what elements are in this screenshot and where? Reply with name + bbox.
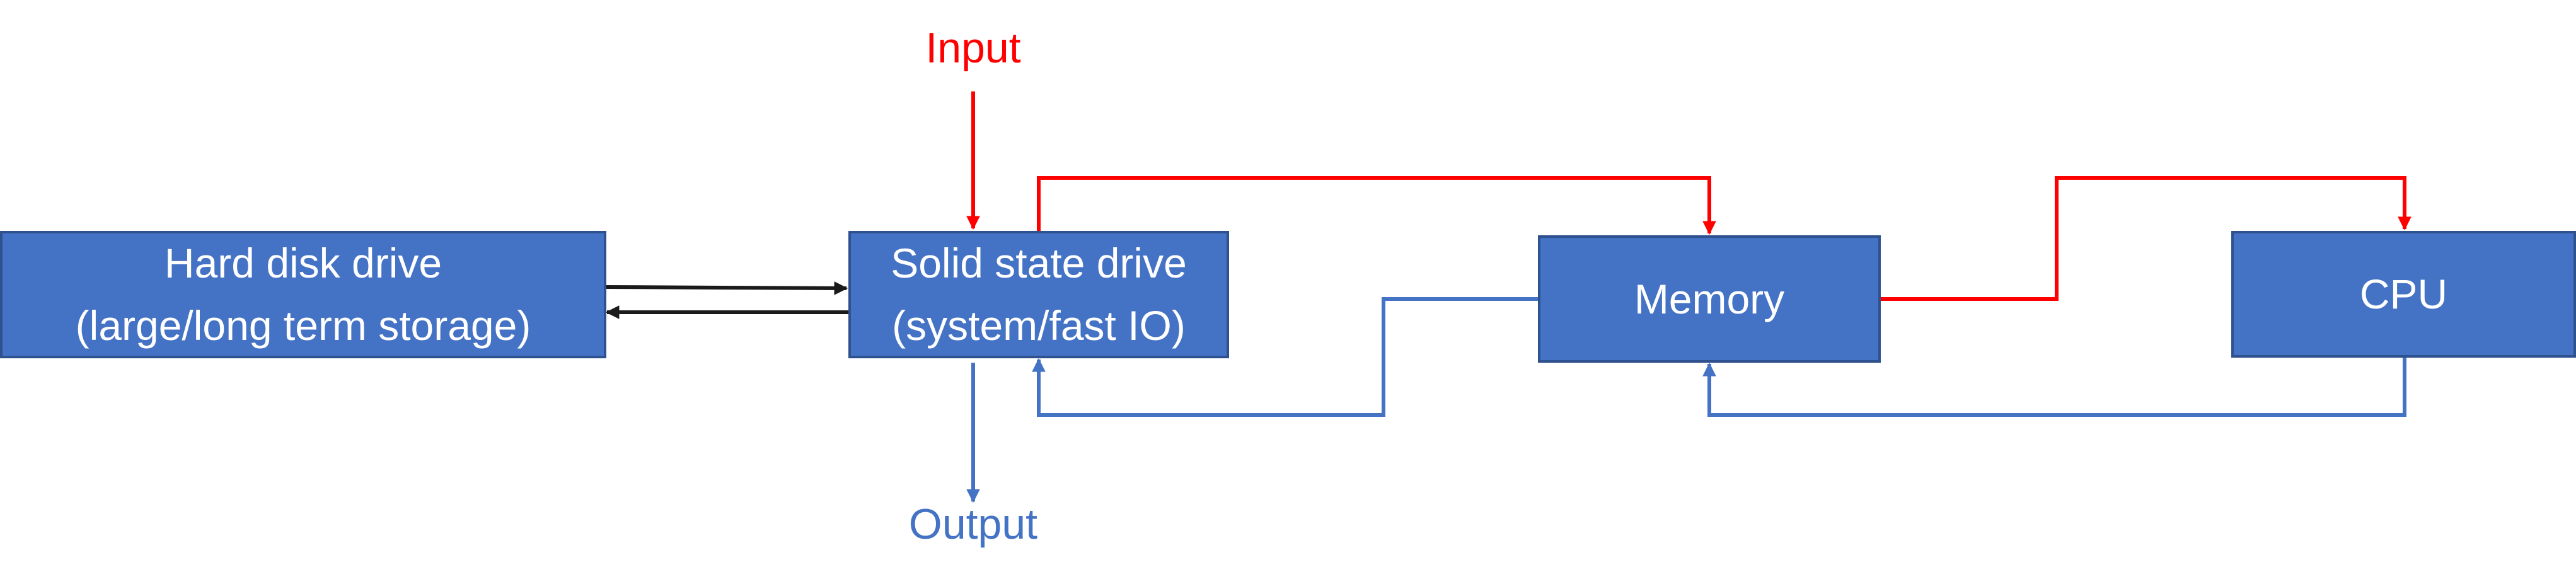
solid-state-drive-box: Solid state drive (system/fast IO) bbox=[848, 231, 1229, 358]
memory-to-ssd-arrow bbox=[1032, 297, 1538, 417]
cpu-label: CPU bbox=[2359, 271, 2448, 317]
memory-to-cpu-arrow bbox=[1880, 176, 2411, 301]
cpu-box: CPU bbox=[2231, 231, 2576, 358]
ssd-to-memory-arrow bbox=[1037, 176, 1716, 235]
hard-disk-drive-title: Hard disk drive bbox=[164, 240, 442, 286]
memory-box: Memory bbox=[1538, 235, 1881, 363]
input-label: Input bbox=[925, 24, 1021, 72]
hdd-to-ssd-arrow bbox=[604, 281, 848, 295]
output-label: Output bbox=[908, 500, 1038, 548]
memory-label: Memory bbox=[1634, 275, 1785, 322]
cpu-to-memory-arrow bbox=[1702, 358, 2406, 417]
hard-disk-drive-box: Hard disk drive (large/long term storage… bbox=[0, 231, 606, 358]
solid-state-drive-subtitle: (system/fast IO) bbox=[892, 302, 1186, 349]
hard-disk-drive-subtitle: (large/long term storage) bbox=[75, 302, 531, 349]
solid-state-drive-title: Solid state drive bbox=[891, 240, 1187, 286]
